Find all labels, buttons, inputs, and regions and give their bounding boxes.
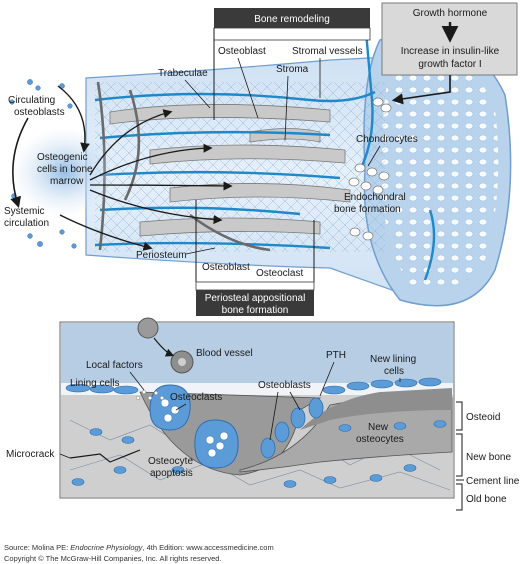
growth-hormone-label: Growth hormone: [413, 8, 488, 19]
local-factors-label: Local factors: [86, 360, 143, 371]
new-bone-label: New bone: [466, 452, 511, 463]
source-citation: Source: Molina PE: Endocrine Physiology,…: [4, 543, 274, 552]
bone-remodeling-title: Bone remodeling: [254, 14, 330, 25]
osteocyte-apoptosis-label-2: apoptosis: [150, 468, 193, 479]
new-lining-label-1: New lining: [370, 354, 416, 365]
cement-line-label: Cement line: [466, 476, 520, 487]
systemic-label-2: circulation: [4, 218, 49, 229]
source-suffix: , 4th Edition: www.accessmedicine.com: [142, 543, 274, 552]
microcrack-label: Microcrack: [6, 449, 55, 460]
chondrocytes-label: Chondrocytes: [356, 134, 418, 145]
top-panel: Bone remodeling Growth hormone Increase …: [4, 2, 518, 316]
igf1-label-line2: growth factor I: [418, 59, 481, 70]
bone-remodeling-header: [214, 8, 370, 28]
osteocyte-cells: [71, 420, 447, 488]
old-bone-label: Old bone: [466, 494, 507, 505]
osteoblasts-label: Osteoblasts: [258, 380, 311, 391]
new-lining-label-2: cells: [384, 366, 404, 377]
osteoblast-cells: [260, 397, 324, 459]
osteoclast-bottom-label: Osteoclast: [256, 268, 303, 279]
lining-cells-row: [65, 377, 442, 395]
osteogenic-label-2: cells in bone: [37, 164, 93, 175]
endochondral-label-1: Endochondral: [344, 192, 406, 203]
chondrocyte-cells: [348, 97, 392, 241]
stroma-label: Stroma: [276, 64, 309, 75]
circulating-osteoblasts-label-2: osteoblasts: [14, 107, 65, 118]
osteoid-layer: [300, 388, 452, 430]
copyright-line: Copyright © The McGraw-Hill Companies, I…: [4, 554, 222, 563]
periosteum-label: Periosteum: [136, 250, 187, 261]
bottom-panel: Local factors Blood vessel PTH New linin…: [6, 317, 520, 511]
osteocyte-apoptosis-label-1: Osteocyte: [148, 456, 193, 467]
igf1-label-line1: Increase in insulin-like: [401, 46, 500, 57]
trabeculae-label: Trabeculae: [158, 68, 208, 79]
blood-vessel-region: [61, 323, 453, 383]
periosteal-footer: [196, 290, 314, 316]
new-osteocytes-label-2: osteocytes: [356, 434, 404, 445]
stromal-vessels-lines: [94, 19, 436, 281]
osteoblast-top-label: Osteoblast: [218, 46, 266, 57]
source-prefix: Source: Molina PE:: [4, 543, 71, 552]
stromal-vessels-label: Stromal vessels: [292, 46, 363, 57]
osteogenic-label-1: Osteogenic: [37, 152, 88, 163]
osteogenic-label-3: marrow: [50, 176, 84, 187]
endochondral-label-2: bone formation: [334, 204, 401, 215]
blood-vessel-cell-1: [137, 317, 159, 339]
lining-cells-label: Lining cells: [70, 378, 119, 389]
osteoblast-bottom-label: Osteoblast: [202, 262, 250, 273]
bone-marrow-glow: [10, 127, 120, 217]
osteoid-label: Osteoid: [466, 412, 500, 423]
pth-label: PTH: [326, 350, 346, 361]
microcrack-line: [69, 449, 141, 463]
circulating-osteoblasts-label-1: Circulating: [8, 95, 55, 106]
blood-vessel-label: Blood vessel: [196, 348, 253, 359]
periosteal-label-1: Periosteal appositional: [205, 293, 306, 304]
periosteal-label-2: bone formation: [222, 305, 289, 316]
new-osteocytes-label-1: New: [368, 422, 389, 433]
source-book-title: Endocrine Physiology: [70, 543, 143, 552]
osteoclasts-label: Osteoclasts: [170, 392, 222, 403]
systemic-label-1: Systemic: [4, 206, 45, 217]
